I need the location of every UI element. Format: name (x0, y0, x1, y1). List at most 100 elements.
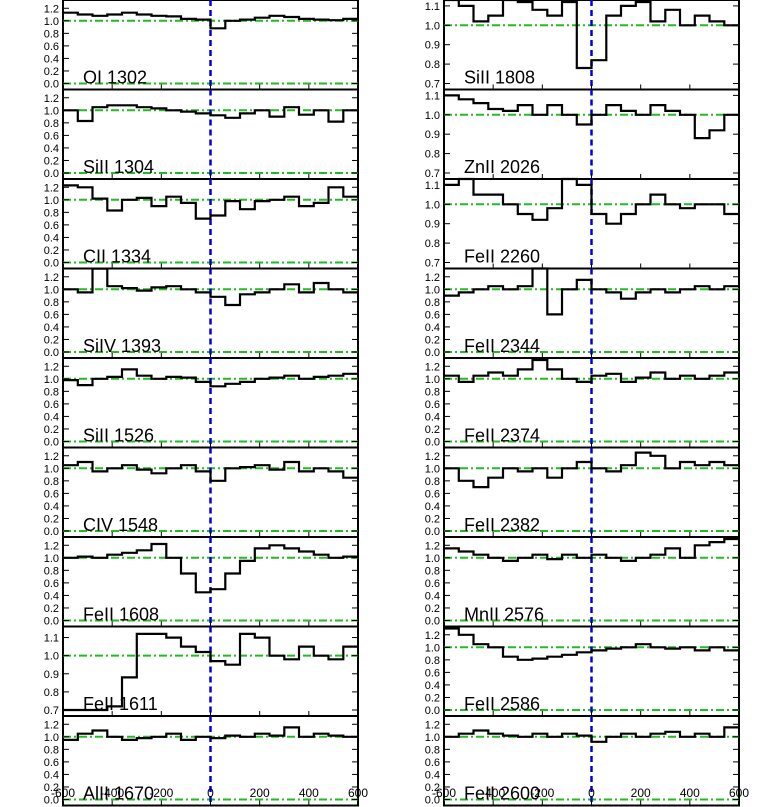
y-tick-label: 0.0 (425, 795, 440, 807)
y-tick-label: 0.9 (44, 669, 59, 681)
panel-label: FeII 2382 (464, 515, 540, 535)
x-tick-label: 0 (207, 786, 214, 800)
y-tick-label: 0.2 (44, 513, 59, 525)
y-tick-label: 1.0 (44, 16, 59, 28)
panel-label: FeII 2600 (464, 784, 540, 804)
y-tick-label: 1.2 (44, 93, 59, 105)
flux-step-line (63, 368, 358, 388)
y-tick-label: 0.4 (44, 590, 59, 602)
y-tick-label: 1.0 (44, 284, 59, 296)
y-tick-label: 0.2 (425, 513, 440, 525)
flux-step-line (63, 460, 358, 482)
y-tick-label: 0.7 (425, 168, 440, 180)
y-tick-label: 1.2 (425, 719, 440, 731)
y-tick-label: 0.4 (425, 411, 440, 423)
y-tick-label: 1.2 (425, 451, 440, 463)
flux-step-line (63, 184, 358, 220)
y-tick-label: 1.1 (44, 633, 59, 645)
y-tick-label: 0.4 (44, 411, 59, 423)
panel-label: FeII 2344 (464, 336, 540, 356)
flux-step-line (444, 537, 739, 562)
flux-step-line (63, 726, 358, 741)
flux-step-line (444, 451, 739, 489)
y-tick-label: 0.0 (44, 795, 59, 807)
flux-step-line (63, 632, 358, 712)
panel-label: SiII 1808 (464, 68, 535, 88)
y-tick-label: 0.6 (44, 309, 59, 321)
panel-label: FeII 1608 (83, 605, 159, 625)
y-tick-label: 0.9 (425, 40, 440, 52)
panel-label: SiII 1304 (83, 157, 154, 177)
y-tick-label: 1.1 (425, 1, 440, 13)
x-tick-label: 400 (299, 786, 319, 800)
y-tick-label: 1.0 (425, 374, 440, 386)
y-tick-label: 0.6 (425, 399, 440, 411)
y-tick-label: 0.7 (425, 79, 440, 91)
x-tick-label: -400 (100, 786, 124, 800)
y-tick-label: 0.0 (44, 347, 59, 359)
flux-step-line (444, 627, 739, 661)
y-tick-label: 0.4 (44, 322, 59, 334)
y-tick-label: 0.2 (44, 155, 59, 167)
panel-label: SiII 1526 (83, 426, 154, 446)
y-tick-label: 0.4 (425, 322, 440, 334)
panel-label: SiIV 1393 (83, 336, 161, 356)
x-tick-label: -600 (51, 786, 75, 800)
panel-label: ZnII 2026 (464, 157, 540, 177)
y-tick-label: 0.8 (44, 207, 59, 219)
y-tick-label: 0.8 (425, 565, 440, 577)
y-tick-label: 0.4 (425, 680, 440, 692)
y-tick-label: 1.0 (425, 732, 440, 744)
y-tick-label: 0.6 (425, 578, 440, 590)
panel-label: CIV 1548 (83, 515, 158, 535)
y-tick-label: 1.0 (425, 553, 440, 565)
y-tick-label: 0.2 (425, 424, 440, 436)
y-tick-label: 1.0 (425, 463, 440, 475)
y-tick-label: 0.4 (44, 232, 59, 244)
flux-step-line (63, 542, 358, 594)
y-tick-label: 1.2 (44, 540, 59, 552)
y-tick-label: 1.0 (425, 110, 440, 122)
y-tick-label: 0.2 (425, 692, 440, 704)
y-tick-label: 0.8 (425, 655, 440, 667)
y-tick-label: 0.6 (44, 220, 59, 232)
x-tick-label: 600 (348, 786, 368, 800)
y-tick-label: 1.2 (44, 3, 59, 15)
y-tick-label: 1.0 (425, 642, 440, 654)
y-tick-label: 1.2 (425, 630, 440, 642)
panel-label: MnII 2576 (464, 605, 544, 625)
y-tick-label: 0.8 (44, 744, 59, 756)
y-tick-label: 0.0 (44, 258, 59, 270)
y-tick-label: 0.4 (425, 590, 440, 602)
y-tick-label: 0.0 (44, 79, 59, 91)
flux-step-line (63, 104, 358, 123)
y-tick-label: 0.2 (44, 334, 59, 346)
y-tick-label: 1.0 (425, 199, 440, 211)
y-tick-label: 1.0 (44, 105, 59, 117)
y-tick-label: 0.6 (44, 757, 59, 769)
y-tick-label: 0.8 (44, 565, 59, 577)
flux-step-line (444, 177, 739, 225)
y-tick-label: 0.7 (425, 258, 440, 270)
y-tick-label: 1.0 (425, 20, 440, 32)
y-tick-label: 0.6 (44, 41, 59, 53)
y-tick-label: 1.2 (425, 272, 440, 284)
y-tick-label: 1.2 (425, 540, 440, 552)
y-tick-label: 0.0 (44, 526, 59, 538)
y-tick-label: 0.2 (44, 424, 59, 436)
y-tick-label: 0.4 (44, 769, 59, 781)
y-tick-label: 0.6 (425, 757, 440, 769)
y-tick-label: 0.8 (425, 59, 440, 71)
y-tick-label: 0.0 (44, 168, 59, 180)
y-tick-label: 0.0 (425, 347, 440, 359)
